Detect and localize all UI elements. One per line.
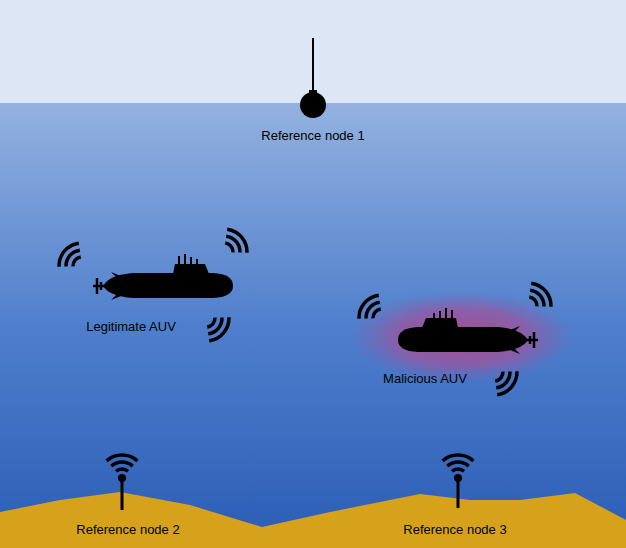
- buoy-label: Reference node 1: [261, 128, 364, 143]
- sky: [0, 0, 626, 104]
- signal-waves: [107, 455, 138, 471]
- ocean: [0, 103, 626, 548]
- signal-waves: [443, 455, 474, 471]
- anchor-label: Reference node 3: [403, 522, 506, 537]
- signal-waves: [225, 229, 247, 253]
- auv-label: Legitimate AUV: [86, 319, 176, 334]
- auv-label: Malicious AUV: [383, 371, 467, 386]
- signal-waves: [529, 283, 551, 307]
- signal-waves: [207, 317, 229, 341]
- signal-waves: [495, 371, 517, 395]
- malicious-auv: [398, 308, 538, 354]
- seabed-antennas: [118, 474, 462, 510]
- malicious-glow: [350, 291, 574, 383]
- legitimate-auv: [93, 254, 233, 300]
- buoy: [300, 38, 326, 118]
- signal-waves: [59, 243, 81, 267]
- seabed: [0, 492, 626, 548]
- signal-waves: [359, 295, 381, 319]
- anchor-label: Reference node 2: [76, 522, 179, 537]
